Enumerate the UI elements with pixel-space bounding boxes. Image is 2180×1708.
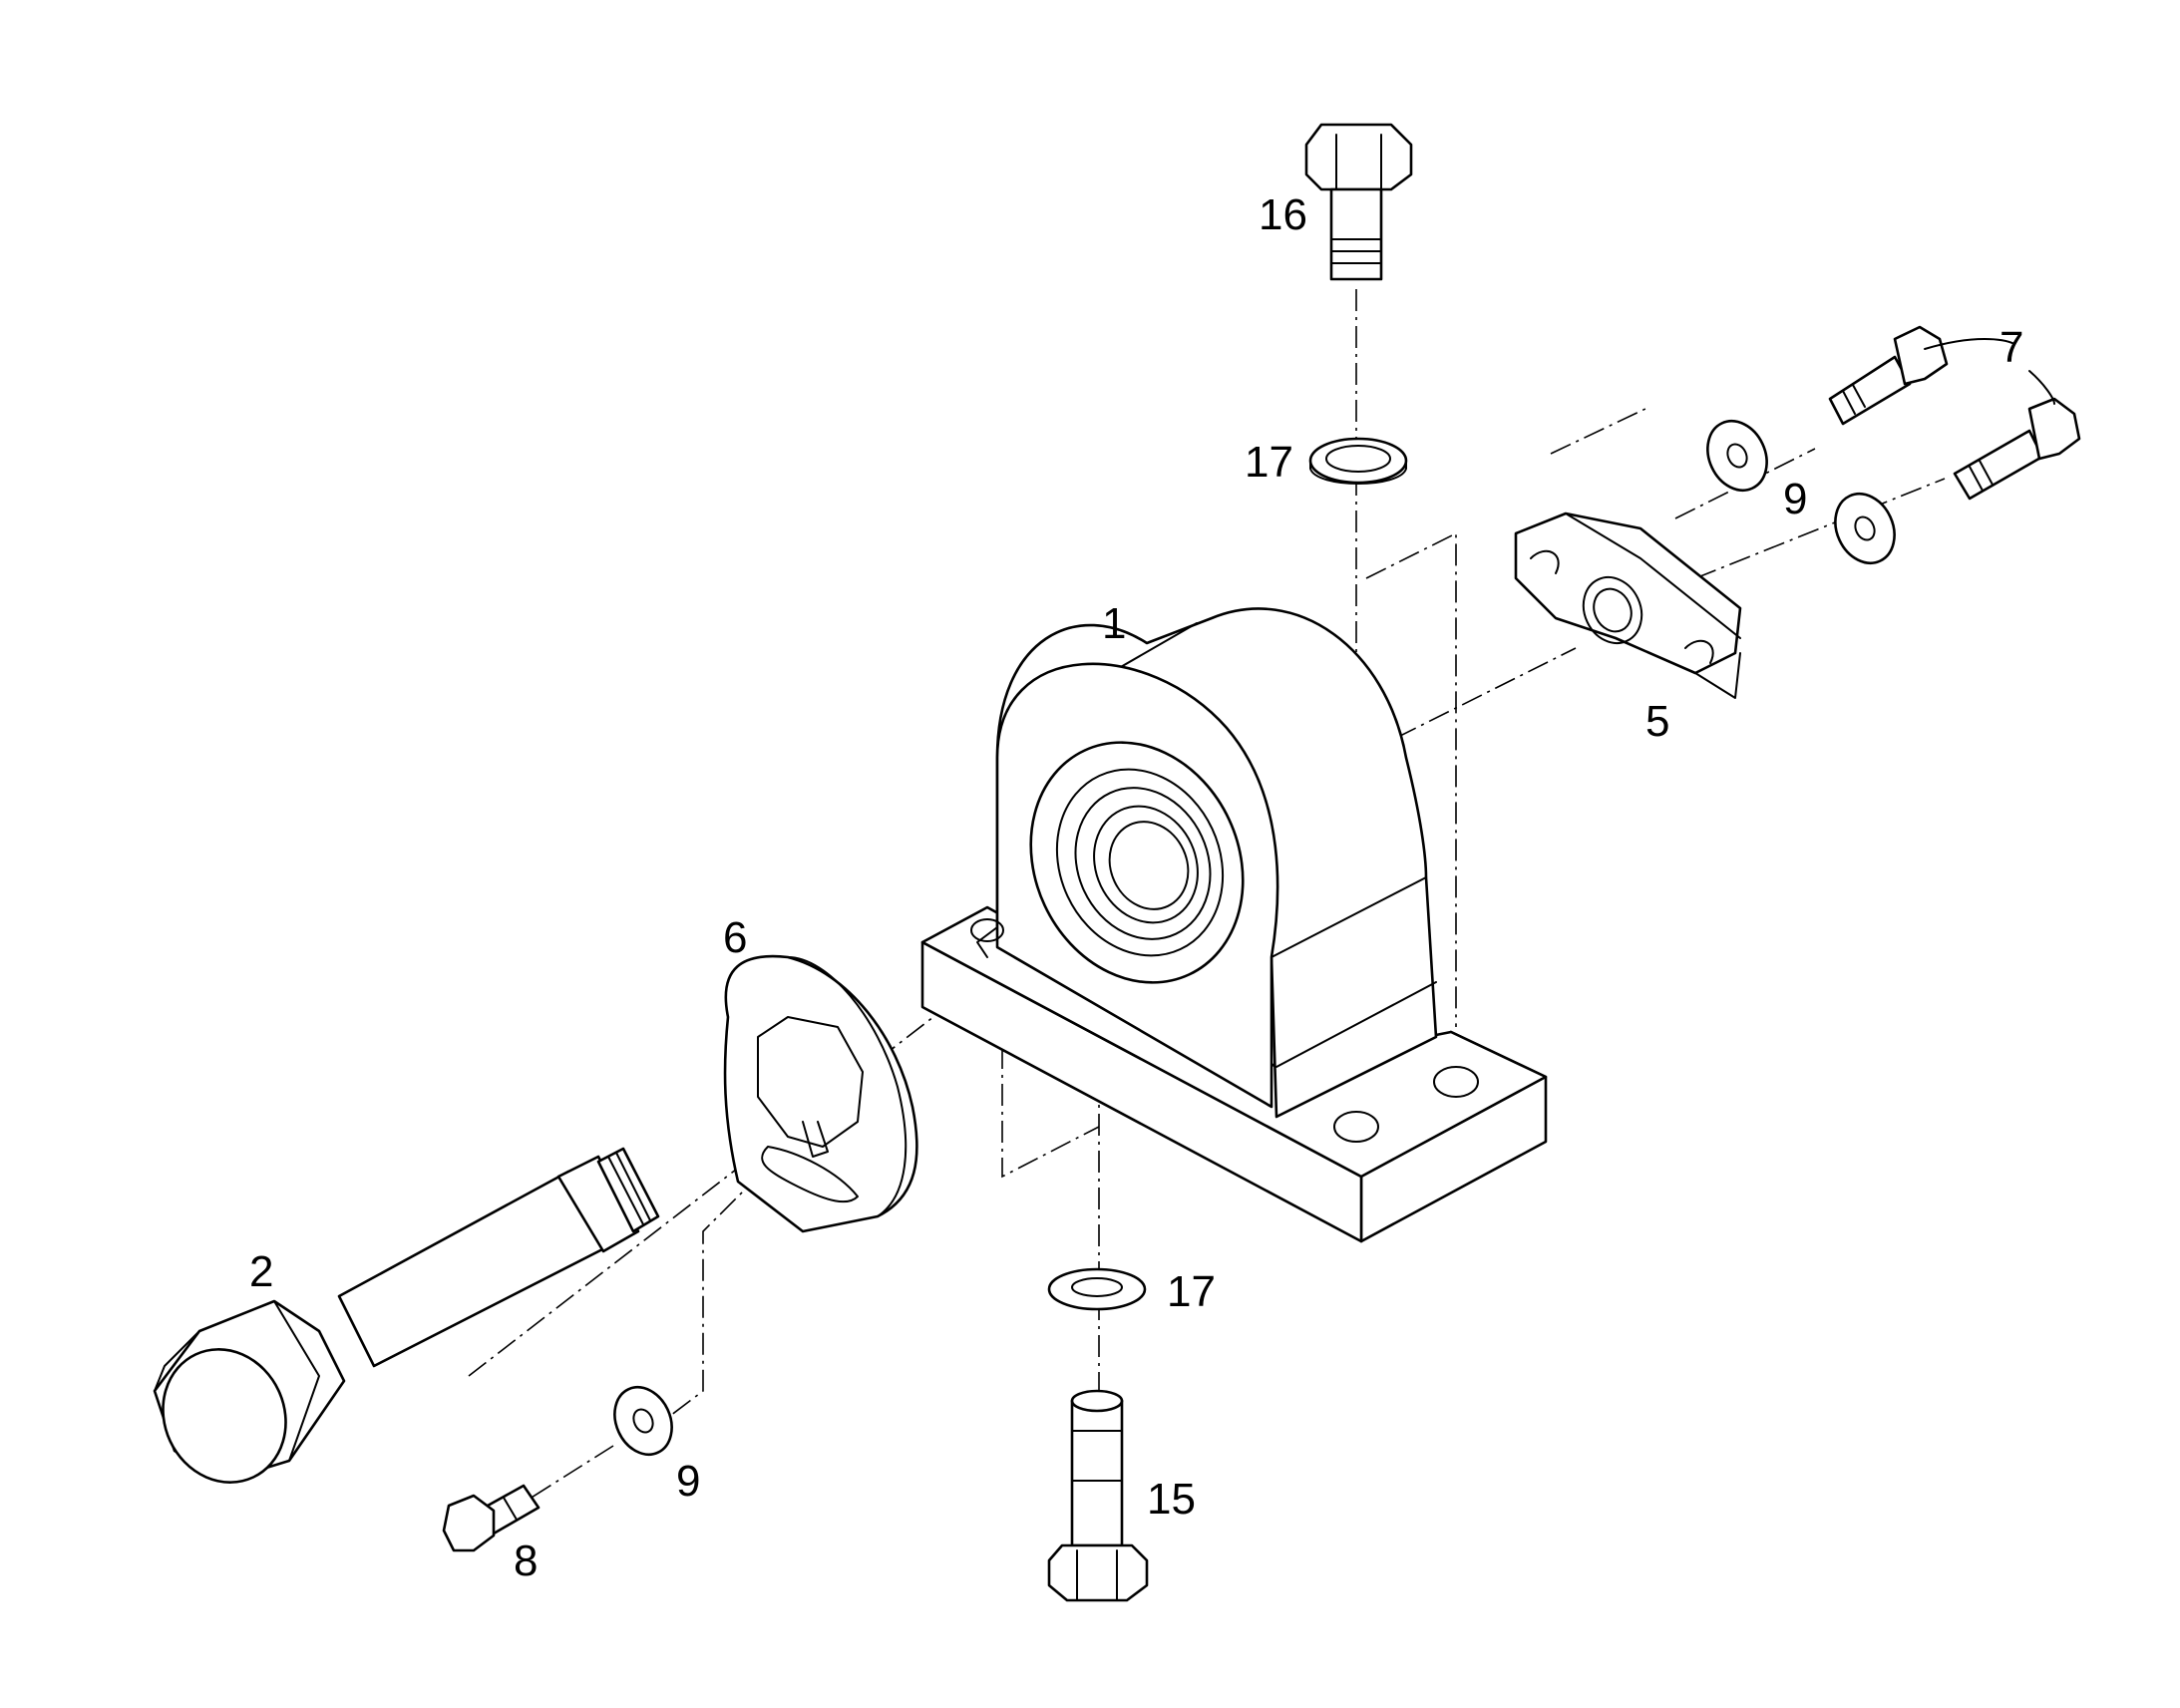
washer-9-lower — [613, 1385, 673, 1457]
label-part-2: 2 — [249, 1247, 273, 1296]
label-part-5: 5 — [1645, 697, 1669, 746]
washer-17-upper — [1308, 437, 1408, 485]
label-part-17-lower: 17 — [1167, 1267, 1216, 1316]
label-part-17-upper: 17 — [1245, 438, 1293, 487]
label-part-16: 16 — [1259, 190, 1307, 239]
label-part-9-lower: 9 — [676, 1457, 700, 1506]
washer-9-upper-right — [1834, 492, 1896, 565]
bracket-plate — [1514, 512, 1742, 699]
hex-retaining-plate — [723, 954, 918, 1233]
washer-17-lower — [1047, 1267, 1147, 1311]
bolt-15 — [1047, 1389, 1149, 1602]
label-part-9-upper: 9 — [1783, 475, 1807, 523]
bolt-8 — [442, 1484, 541, 1552]
label-part-15: 15 — [1147, 1475, 1196, 1524]
label-part-7: 7 — [1999, 323, 2023, 372]
leader-lines — [1924, 338, 2055, 405]
pillow-block-housing — [920, 607, 1548, 1243]
pivot-pin — [153, 1147, 660, 1484]
label-part-1: 1 — [1102, 599, 1126, 648]
bolt-16 — [1304, 123, 1413, 281]
washer-9-upper-left — [1706, 419, 1768, 493]
label-part-6: 6 — [723, 913, 747, 962]
label-part-8: 8 — [514, 1537, 538, 1585]
bolt-7-upper — [1828, 325, 1949, 426]
bolt-7-lower — [1953, 397, 2081, 501]
